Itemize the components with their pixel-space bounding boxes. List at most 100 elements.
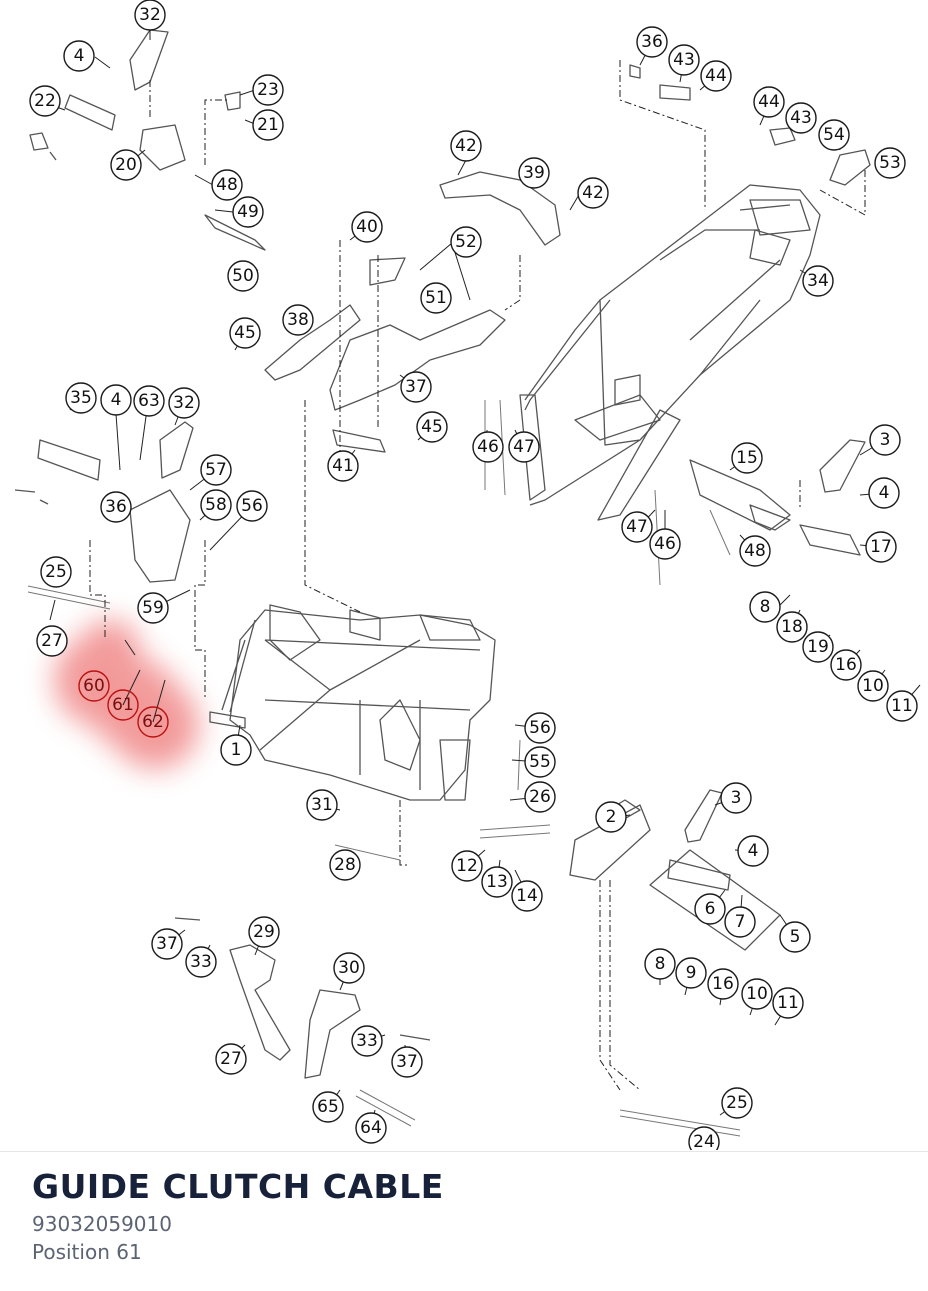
callout[interactable]: 56: [236, 490, 268, 522]
svg-text:35: 35: [70, 388, 92, 408]
callout[interactable]: 25: [721, 1087, 753, 1119]
callout[interactable]: 11: [886, 690, 918, 722]
callout[interactable]: 37: [400, 371, 432, 403]
callout[interactable]: 55: [524, 746, 556, 778]
callout-highlighted[interactable]: 60: [78, 670, 110, 702]
callout[interactable]: 25: [40, 556, 72, 588]
callout[interactable]: 5: [779, 921, 811, 953]
callout[interactable]: 6: [694, 893, 726, 925]
callout[interactable]: 32: [134, 0, 166, 31]
callout[interactable]: 28: [329, 849, 361, 881]
callout[interactable]: 51: [420, 282, 452, 314]
callout[interactable]: 16: [707, 968, 739, 1000]
callout[interactable]: 50: [227, 260, 259, 292]
callout[interactable]: 4: [100, 384, 132, 416]
callout[interactable]: 4: [868, 477, 900, 509]
callout[interactable]: 16: [830, 649, 862, 681]
callout[interactable]: 48: [739, 535, 771, 567]
callout[interactable]: 30: [333, 952, 365, 984]
svg-text:3: 3: [731, 788, 742, 808]
callout[interactable]: 43: [668, 44, 700, 76]
svg-text:56: 56: [241, 496, 263, 516]
callout[interactable]: 7: [724, 906, 756, 938]
exploded-parts-diagram: 32 4 22 23 21 20 48 49 50 42 39 42 40 52…: [14, 0, 921, 1150]
callout[interactable]: 36: [100, 491, 132, 523]
callout[interactable]: 57: [200, 454, 232, 486]
callout[interactable]: 27: [215, 1043, 247, 1075]
callout[interactable]: 44: [753, 86, 785, 118]
callout[interactable]: 42: [450, 130, 482, 162]
callout[interactable]: 23: [252, 74, 284, 106]
callout[interactable]: 35: [65, 382, 97, 414]
svg-text:3: 3: [880, 430, 891, 450]
callout[interactable]: 45: [229, 317, 261, 349]
callout[interactable]: 65: [312, 1091, 344, 1123]
callout[interactable]: 47: [621, 511, 653, 543]
callout[interactable]: 41: [327, 450, 359, 482]
callout[interactable]: 13: [481, 866, 513, 898]
callout[interactable]: 3: [869, 424, 901, 456]
callout[interactable]: 14: [511, 880, 543, 912]
callout[interactable]: 40: [351, 211, 383, 243]
callout[interactable]: 52: [450, 226, 482, 258]
callout[interactable]: 22: [29, 85, 61, 117]
callout[interactable]: 29: [248, 916, 280, 948]
callout[interactable]: 2: [595, 801, 627, 833]
callout[interactable]: 48: [211, 169, 243, 201]
callout[interactable]: 1: [220, 734, 252, 766]
callout[interactable]: 54: [818, 119, 850, 151]
callout[interactable]: 27: [36, 625, 68, 657]
callout[interactable]: 19: [802, 631, 834, 663]
callout[interactable]: 49: [232, 196, 264, 228]
callout[interactable]: 12: [451, 850, 483, 882]
callout[interactable]: 46: [472, 431, 504, 463]
callout[interactable]: 10: [857, 670, 889, 702]
callout[interactable]: 33: [351, 1025, 383, 1057]
callout[interactable]: 31: [306, 789, 338, 821]
callout[interactable]: 37: [151, 928, 183, 960]
callout[interactable]: 45: [416, 411, 448, 443]
callout[interactable]: 20: [110, 149, 142, 181]
callout-highlighted[interactable]: 62: [137, 706, 169, 738]
callout[interactable]: 26: [524, 781, 556, 813]
callout[interactable]: 15: [731, 442, 763, 474]
svg-text:4: 4: [879, 483, 890, 503]
callout[interactable]: 21: [252, 109, 284, 141]
callout[interactable]: 11: [772, 987, 804, 1019]
callout[interactable]: 39: [518, 157, 550, 189]
callout[interactable]: 56: [524, 712, 556, 744]
callout[interactable]: 34: [802, 265, 834, 297]
svg-text:46: 46: [477, 437, 499, 457]
svg-text:31: 31: [311, 795, 333, 815]
svg-text:24: 24: [693, 1132, 715, 1150]
callout[interactable]: 37: [391, 1046, 423, 1078]
callout[interactable]: 17: [865, 531, 897, 563]
callout[interactable]: 8: [749, 591, 781, 623]
callout[interactable]: 53: [874, 147, 906, 179]
callout[interactable]: 18: [776, 611, 808, 643]
callout[interactable]: 64: [355, 1112, 387, 1144]
callout[interactable]: 42: [577, 177, 609, 209]
callout[interactable]: 32: [168, 387, 200, 419]
callout[interactable]: 38: [282, 304, 314, 336]
callout[interactable]: 47: [508, 431, 540, 463]
callout[interactable]: 59: [137, 592, 169, 624]
svg-text:34: 34: [807, 271, 829, 291]
callout[interactable]: 36: [636, 26, 668, 58]
callout[interactable]: 3: [720, 782, 752, 814]
svg-text:11: 11: [777, 993, 799, 1013]
callout[interactable]: 43: [785, 102, 817, 134]
callout[interactable]: 58: [200, 489, 232, 521]
callout[interactable]: 8: [644, 948, 676, 980]
callout[interactable]: 46: [649, 528, 681, 560]
callout-highlighted[interactable]: 61: [107, 689, 139, 721]
callout[interactable]: 4: [63, 40, 95, 72]
callout[interactable]: 63: [133, 385, 165, 417]
callout[interactable]: 33: [185, 946, 217, 978]
callout[interactable]: 9: [675, 957, 707, 989]
callout[interactable]: 10: [741, 978, 773, 1010]
callout[interactable]: 44: [700, 60, 732, 92]
callout[interactable]: 24: [688, 1126, 720, 1150]
svg-text:33: 33: [190, 952, 212, 972]
callout[interactable]: 4: [737, 835, 769, 867]
